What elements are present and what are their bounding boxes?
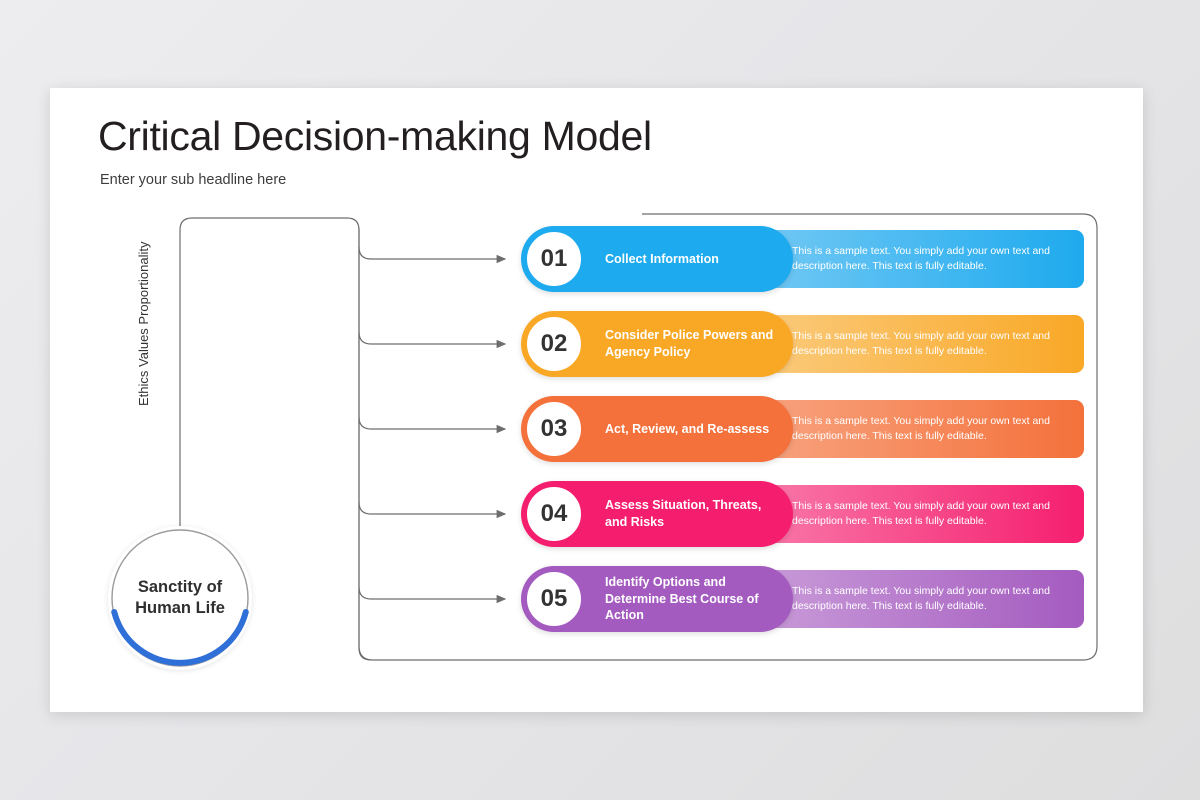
step-pill[interactable]: 02 Consider Police Powers and Agency Pol… [521, 311, 793, 377]
step-description: This is a sample text. You simply add yo… [792, 499, 1050, 527]
axis-label-ethics: Ethics Values Proportionality [136, 241, 151, 406]
step-pill[interactable]: 01 Collect Information [521, 226, 793, 292]
step-description: This is a sample text. You simply add yo… [792, 329, 1050, 357]
core-label-line2: Human Life [135, 599, 225, 617]
slide-canvas: Critical Decision-making Model Enter you… [50, 88, 1143, 712]
core-label: Sanctity of Human Life [135, 577, 225, 619]
step-number-badge: 03 [523, 398, 585, 460]
core-ring-progress [111, 529, 249, 667]
step-row[interactable]: This is a sample text. You simply add yo… [521, 226, 1084, 292]
core-label-line1: Sanctity of [137, 577, 223, 596]
step-pill[interactable]: 04 Assess Situation, Threats, and Risks [521, 481, 793, 547]
step-number-badge: 05 [523, 568, 585, 630]
step-description: This is a sample text. You simply add yo… [792, 414, 1050, 442]
page-title: Critical Decision-making Model [98, 113, 652, 159]
step-description: This is a sample text. You simply add yo… [792, 244, 1050, 272]
connector-lines [179, 213, 1098, 661]
step-title: Consider Police Powers and Agency Policy [605, 328, 774, 359]
step-row[interactable]: This is a sample text. You simply add yo… [521, 396, 1084, 462]
step-number-badge: 02 [523, 313, 585, 375]
step-pill[interactable]: 05 Identify Options and Determine Best C… [521, 566, 793, 632]
step-pill[interactable]: 03 Act, Review, and Re-assess [521, 396, 793, 462]
core-circle: Sanctity of Human Life [108, 526, 252, 670]
step-row[interactable]: This is a sample text. You simply add yo… [521, 311, 1084, 377]
step-number-badge: 01 [523, 228, 585, 290]
step-title: Identify Options and Determine Best Cour… [605, 575, 759, 623]
step-title: Assess Situation, Threats, and Risks [605, 498, 762, 529]
step-description: This is a sample text. You simply add yo… [792, 584, 1050, 612]
step-title: Collect Information [605, 251, 719, 266]
step-row[interactable]: This is a sample text. You simply add yo… [521, 481, 1084, 547]
step-title: Act, Review, and Re-assess [605, 421, 770, 436]
page-subtitle: Enter your sub headline here [100, 172, 287, 188]
step-description-panel: This is a sample text. You simply add yo… [706, 315, 1084, 373]
step-row[interactable]: This is a sample text. You simply add yo… [521, 566, 1084, 632]
step-number-badge: 04 [523, 483, 585, 545]
